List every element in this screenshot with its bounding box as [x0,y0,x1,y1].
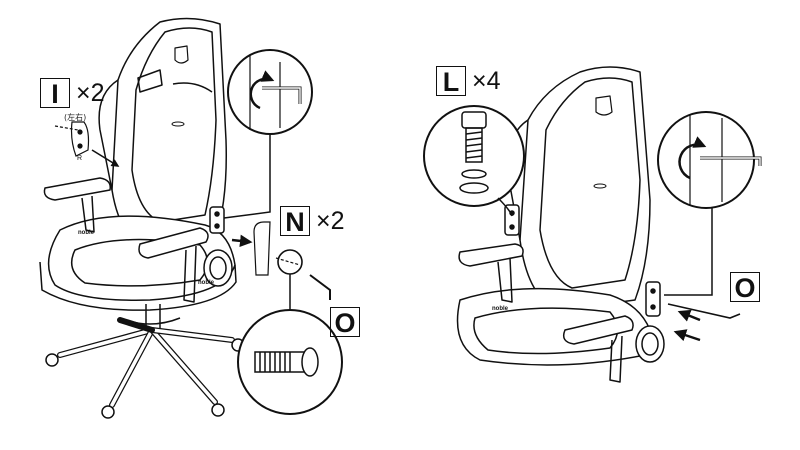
part-letter-N: N [280,206,310,237]
zoom-rotate-left [227,49,313,135]
washer-icon [461,169,487,179]
part-N-bracket [231,221,331,300]
part-letter-O-left: O [330,307,360,338]
part-I-bracket [54,121,120,167]
part-label-N: N ×2 [280,206,345,237]
zoom-rotate-right [657,111,762,209]
part-note-I: (左右) [64,113,87,122]
part-qty-I: ×2 [76,78,105,107]
brand-logo-text-right: noble [492,306,509,312]
part-letter-O-right: O [730,272,760,303]
part-label-O-right: O [730,272,760,303]
part-label-L: L ×4 [436,66,501,97]
bracket-letter: R [77,155,82,162]
part-letter-I: I [40,78,70,109]
part-qty-L: ×4 [472,66,501,95]
part-letter-L: L [436,66,466,97]
zoom-bolt-right [423,105,525,207]
left-chair [39,17,245,419]
brand-badge-text: noble [198,280,215,286]
screw-icon-right [465,127,483,163]
zoom-screw-left [237,309,343,415]
hex-key-icon [667,303,741,342]
part-label-I: I ×2 [40,78,105,109]
right-chair [456,66,665,383]
brand-logo-text: noble [78,230,95,236]
part-qty-N: ×2 [316,206,345,235]
part-label-O-left: O [330,307,360,338]
zoom-link-small [277,249,303,275]
